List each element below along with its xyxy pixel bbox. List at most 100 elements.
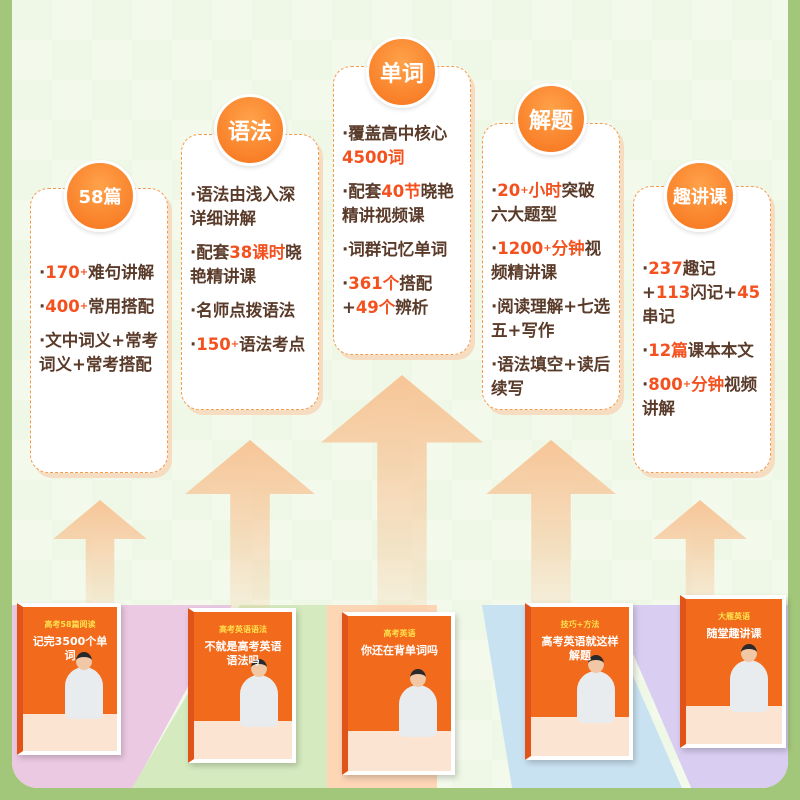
- author-head: [251, 658, 267, 677]
- book-series: 高考英语: [383, 629, 416, 638]
- bullet-text: 文中词义+常考词义+常考搭配: [39, 331, 159, 374]
- book-bottom-band: [686, 706, 782, 744]
- author-head: [741, 644, 757, 663]
- highlight-text: 1200: [497, 239, 544, 258]
- feature-bullet: ·20+小时突破六大题型: [491, 181, 595, 224]
- feature-bullet: ·400+常用搭配: [39, 297, 155, 316]
- book-bottom-band: [194, 720, 292, 759]
- feature-bullet: ·名师点拨语法: [190, 301, 296, 320]
- highlight-text: 4500词: [342, 148, 405, 167]
- feature-bullet: ·361个搭配+49个辨析: [342, 274, 433, 317]
- book-title: 记完3500个单词: [32, 635, 108, 662]
- category-badge: 语法: [214, 94, 286, 166]
- book-cover[interactable]: 技巧+方法高考英语就这样解题: [525, 603, 633, 760]
- book-bottom-band: [531, 717, 629, 756]
- highlight-text: 20: [497, 181, 521, 200]
- highlight-text: 小时: [528, 181, 562, 200]
- feature-bullet: ·配套38课时晓艳精讲课: [190, 243, 302, 286]
- highlight-text: 113: [655, 283, 691, 302]
- bullet-text: 辨析: [395, 298, 429, 317]
- bullet-text: 名师点拨语法: [196, 301, 296, 320]
- bullet-text: 语法考点: [239, 335, 306, 354]
- highlight-text: 237: [648, 259, 683, 278]
- bullet-text: 晓艳精讲视频课: [342, 182, 454, 225]
- category-badge: 解题: [515, 83, 587, 155]
- bullet-text: 语法由浅入深详细讲解: [190, 185, 296, 228]
- bullet-text: 语法填空+读后续写: [491, 355, 611, 398]
- highlight-text: 361个: [348, 274, 400, 293]
- bullet-text: 词群记忆单词: [348, 240, 448, 259]
- bullet-text: 阅读理解+七选五+写作: [491, 297, 611, 340]
- feature-bullet: ·覆盖高中核心4500词: [342, 124, 448, 167]
- feature-card: ·20+小时突破六大题型 ·1200+分钟视频精讲课 ·阅读理解+七选五+写作 ·语法…: [482, 123, 620, 410]
- highlight-text: 45: [737, 283, 761, 302]
- book-series: 高考58篇阅读: [44, 620, 96, 629]
- category-badge: 单词: [366, 36, 438, 108]
- highlight-text: 150: [196, 335, 231, 354]
- book-bottom-band: [23, 713, 117, 751]
- book-series: 高考英语语法: [219, 625, 267, 634]
- plus-sup: +: [79, 267, 89, 278]
- feature-bullet: ·12篇课本本文: [642, 341, 754, 360]
- highlight-text: 分钟: [691, 375, 725, 394]
- book-title: 你还在背单词吗: [361, 644, 438, 657]
- category-badge: 趣讲课: [664, 160, 736, 232]
- author-photo: [577, 671, 615, 724]
- feature-bullet: ·阅读理解+七选五+写作: [491, 297, 611, 340]
- author-head: [410, 669, 426, 688]
- plus-sup: +: [682, 379, 692, 390]
- feature-bullet: ·语法由浅入深详细讲解: [190, 185, 296, 228]
- bullet-text: 视频讲解: [642, 375, 758, 418]
- feature-card: ·237趣记+113闪记+45串记 ·12篇课本本文 ·800+分钟视频讲解: [633, 186, 771, 473]
- bullet-text: 难句讲解: [88, 263, 155, 282]
- author-photo: [240, 674, 278, 727]
- up-arrow-icon: [321, 375, 483, 610]
- book-cover[interactable]: 高考英语你还在背单词吗: [342, 612, 455, 775]
- book-title: 不就是高考英语语法吗: [204, 640, 282, 667]
- feature-bullet: ·150+语法考点: [190, 335, 306, 354]
- highlight-text: 400: [45, 297, 80, 316]
- author-head: [76, 651, 92, 670]
- feature-card: ·170+难句讲解 ·400+常用搭配 ·文中词义+常考词义+常考搭配: [30, 188, 168, 473]
- up-arrow-icon: [486, 440, 616, 610]
- bullet-text: 配套: [348, 182, 382, 201]
- bullet-text: 晓艳精讲课: [190, 243, 302, 286]
- feature-card: ·语法由浅入深详细讲解 ·配套38课时晓艳精讲课 ·名师点拨语法 ·150+语法考点: [181, 134, 319, 410]
- plus-sup: +: [543, 243, 552, 254]
- book-series: 技巧+方法: [560, 620, 600, 629]
- bullet-text: 趣记+: [642, 259, 716, 302]
- bullet-text: 视频精讲课: [491, 239, 602, 282]
- author-photo: [65, 667, 103, 720]
- feature-bullet: ·237趣记+113闪记+45串记: [642, 259, 761, 326]
- bullet-text: 搭配+: [342, 274, 433, 317]
- highlight-text: 170: [45, 263, 80, 282]
- book-cover[interactable]: 高考58篇阅读记完3500个单词: [17, 603, 121, 755]
- plus-sup: +: [230, 339, 240, 350]
- feature-bullet: ·语法填空+读后续写: [491, 355, 611, 398]
- book-title: 高考英语就这样解题: [541, 635, 619, 662]
- up-arrow-icon: [53, 500, 147, 610]
- bullet-text: 常用搭配: [88, 297, 155, 316]
- highlight-text: 800: [648, 375, 683, 394]
- book-series: 大雁英语: [718, 612, 750, 621]
- feature-bullet: ·800+分钟视频讲解: [642, 375, 758, 418]
- up-arrow-icon: [185, 440, 315, 610]
- bullet-text: 闪记+: [690, 283, 738, 302]
- author-photo: [399, 684, 437, 737]
- feature-bullet: ·1200+分钟视频精讲课: [491, 239, 602, 282]
- bullet-text: 课本本文: [687, 341, 754, 360]
- highlight-text: 分钟: [551, 239, 585, 258]
- category-badge: 58篇: [64, 160, 136, 232]
- feature-bullet: ·文中词义+常考词义+常考搭配: [39, 331, 159, 374]
- up-arrow-icon: [653, 500, 747, 610]
- book-bottom-band: [348, 730, 451, 771]
- feature-bullet: ·170+难句讲解: [39, 263, 155, 282]
- author-photo: [730, 660, 768, 713]
- highlight-text: 40节: [381, 182, 421, 201]
- plus-sup: +: [520, 185, 529, 196]
- highlight-text: 38课时: [229, 243, 286, 262]
- highlight-text: 12篇: [648, 341, 688, 360]
- book-cover[interactable]: 高考英语语法不就是高考英语语法吗: [188, 608, 296, 763]
- feature-bullet: ·配套40节晓艳精讲视频课: [342, 182, 454, 225]
- book-cover[interactable]: 大雁英语随堂趣讲课: [680, 595, 786, 748]
